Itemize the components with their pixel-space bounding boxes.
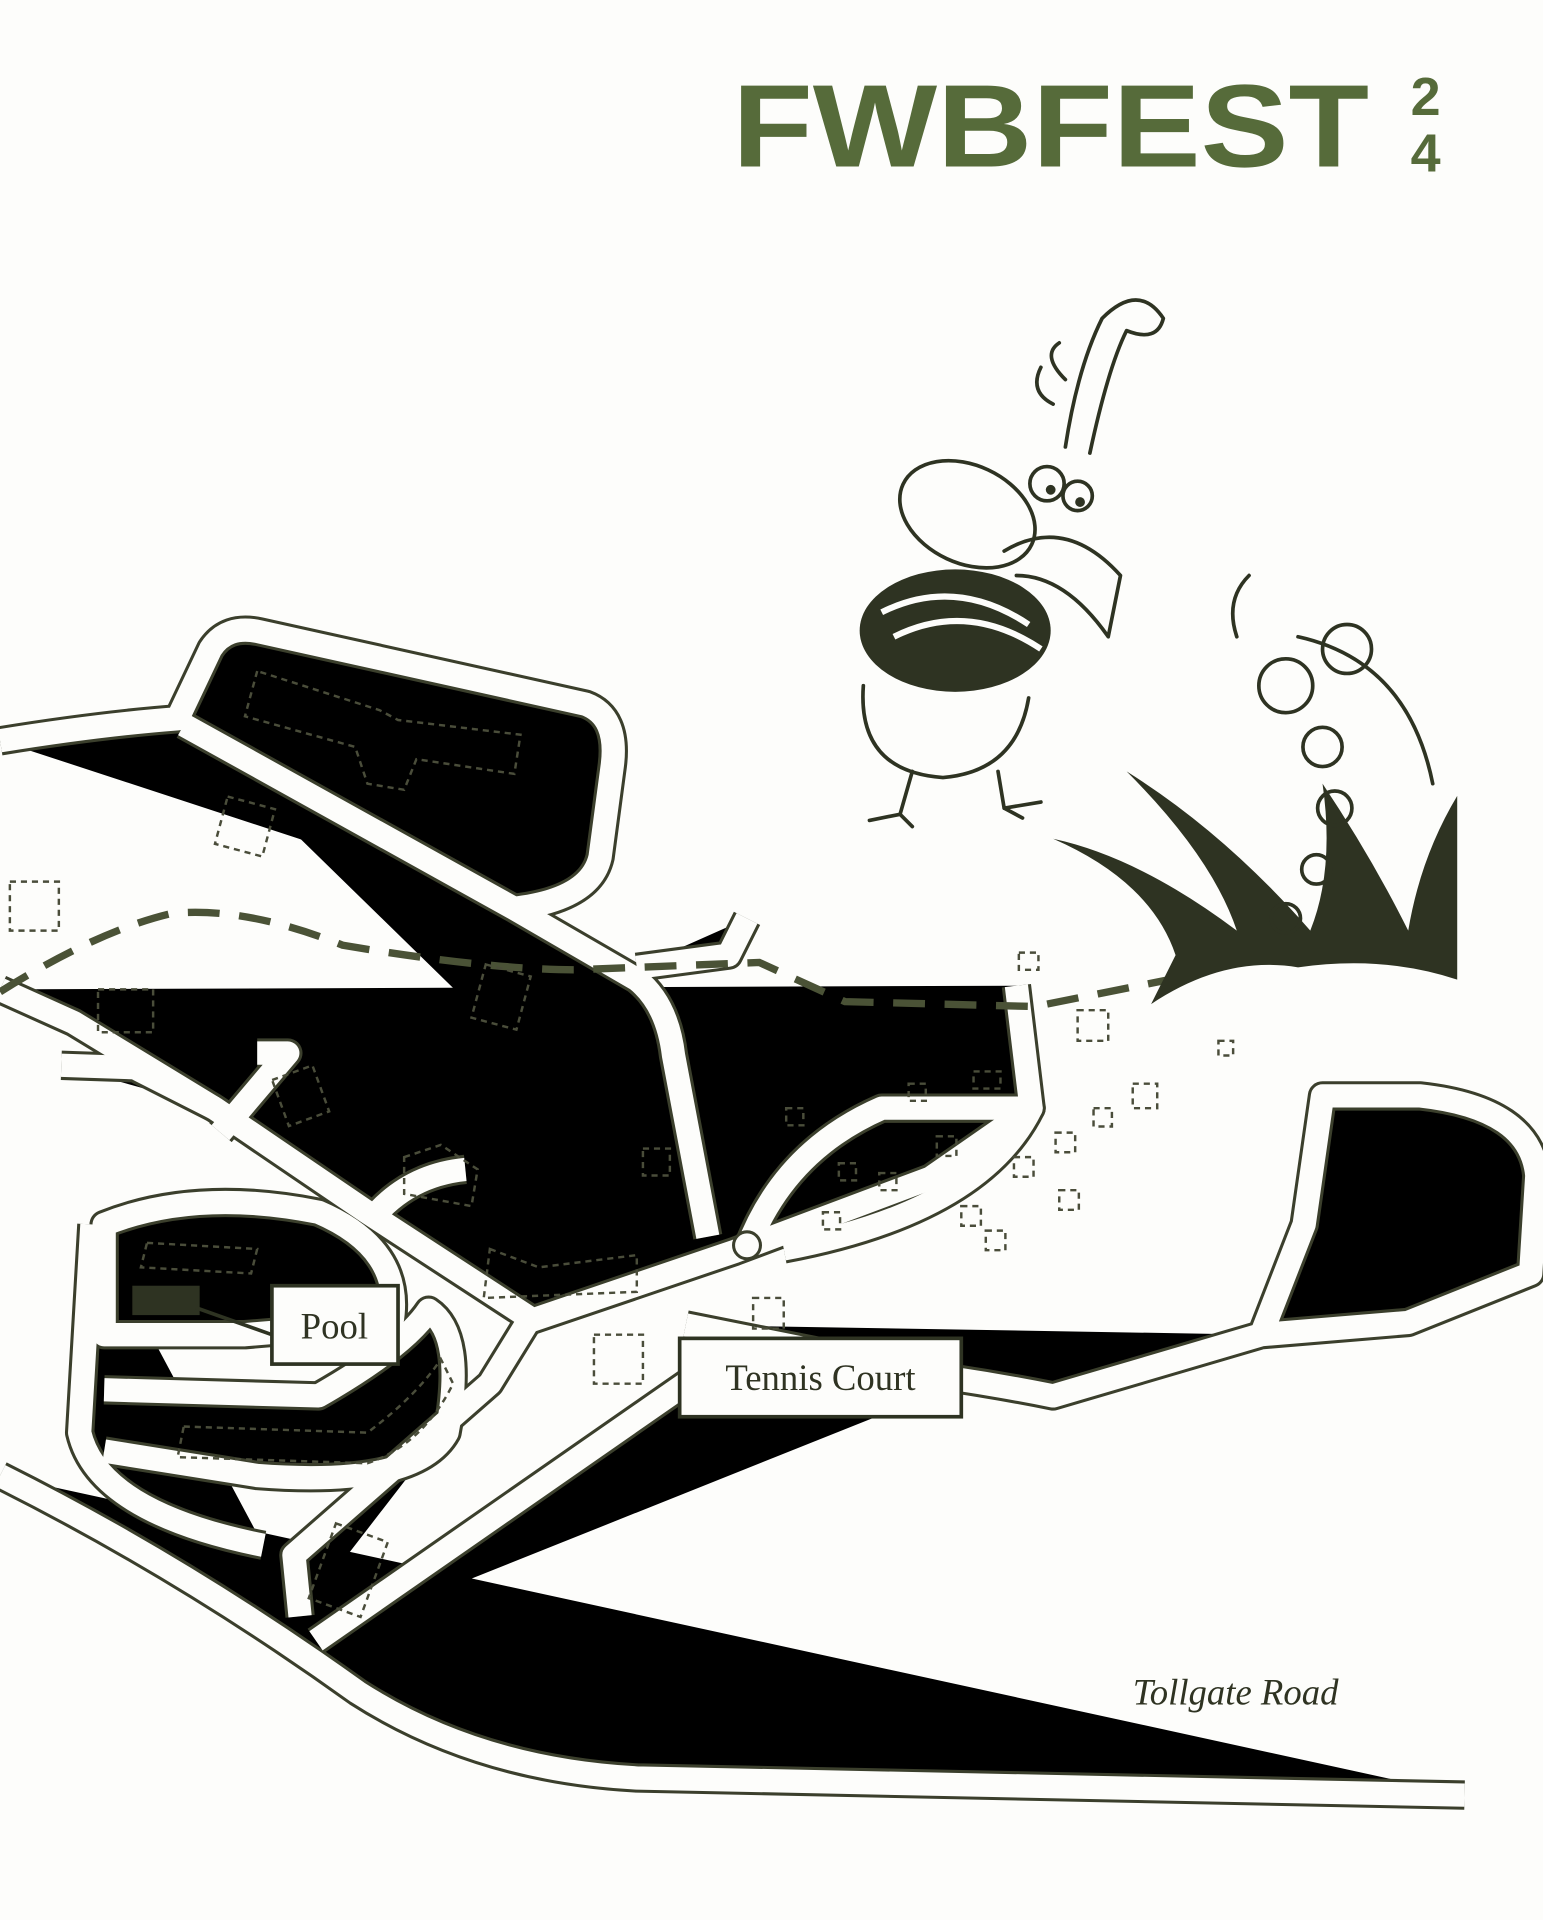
tollgate-road-label: Tollgate Road: [1133, 1671, 1339, 1712]
roundabout: [732, 1230, 763, 1261]
logo-superscript-4: 4: [1411, 123, 1441, 183]
buildings: [8, 669, 1235, 1619]
tennis-court-label: Tennis Court: [725, 1357, 915, 1398]
walking-trail: [0, 908, 1201, 1011]
chicken-illustration: [859, 298, 1166, 829]
logo-superscript-2: 2: [1411, 67, 1441, 127]
pool-label: Pool: [301, 1305, 368, 1346]
flower-illustration: [1053, 573, 1458, 1005]
logo-text: FWBFEST: [732, 61, 1369, 192]
pool-marker: Pool: [132, 1283, 400, 1366]
tennis-court-marker: Tennis Court: [677, 1336, 964, 1419]
fest-logo: FWBFEST 2 4: [732, 61, 1440, 192]
